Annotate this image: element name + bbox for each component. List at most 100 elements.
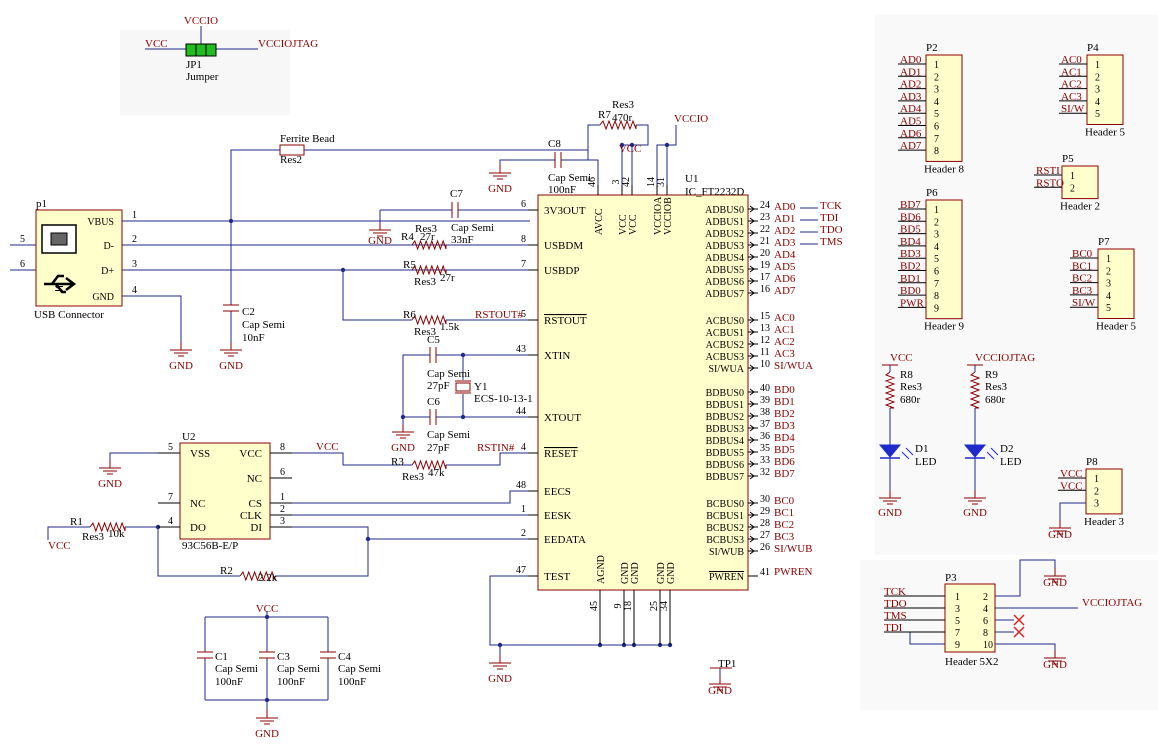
p4-type: Header 5 (1085, 127, 1126, 139)
acbus-pin-name: ACBUS0 (706, 316, 744, 327)
c3-value: 100nF (277, 676, 305, 688)
p4-pin-num: 4 (1095, 97, 1100, 108)
ground-label: GND (708, 685, 732, 697)
r5-type: Res3 (414, 276, 437, 288)
r3-resistor (411, 459, 447, 471)
bcbus-net-label: BC3 (774, 531, 795, 543)
pin-arrow (749, 400, 755, 408)
p8-pin-num: 3 (1094, 499, 1099, 510)
pin-arrow (749, 424, 755, 432)
pin-arrow (749, 265, 755, 273)
u2-pin-num: 3 (280, 516, 285, 527)
u2-vss-wire (109, 452, 158, 460)
p5-body (1061, 165, 1099, 200)
u1-pin-name: GND (620, 562, 631, 584)
p7-pin-num: 5 (1106, 303, 1111, 314)
p2-net-label: AD5 (900, 116, 922, 128)
c4-type: Cap Semi (338, 663, 381, 675)
u1-pin-num: 18 (623, 601, 634, 611)
p2-pin-num: 8 (934, 146, 939, 157)
bdbus-net-label: BD7 (774, 468, 795, 480)
p7-pin-num: 1 (1106, 254, 1111, 265)
bdbus-pin-num: 37 (760, 419, 770, 430)
r1-wire (47, 526, 90, 540)
pin-arrow (749, 241, 755, 249)
r7-wire (621, 124, 649, 185)
p6-ref: P6 (926, 187, 938, 199)
p3-type: Header 5X2 (945, 656, 998, 668)
c2-value: 10nF (242, 332, 265, 344)
u1-ref: U1 (685, 173, 698, 185)
u1-pin-num: 14 (646, 177, 657, 187)
bdbus-pin-num: 39 (760, 395, 770, 406)
c2-ref: C2 (242, 306, 255, 318)
u1-pin-name: GND (630, 562, 641, 584)
p6-net-label: BD1 (900, 273, 921, 285)
p6-pin-num: 3 (934, 230, 939, 241)
bdbus-pin-name: BDBUS0 (706, 388, 744, 399)
usb-pin-name: VBUS (87, 217, 114, 228)
c7-type: Cap Semi (451, 222, 494, 234)
pin-arrow (749, 535, 755, 543)
u1-pin-num: 43 (516, 344, 526, 355)
ground-symbol (99, 460, 121, 475)
ground-symbol (879, 490, 901, 505)
junction-dot (400, 414, 406, 420)
led1-type: Res3 (900, 381, 923, 393)
p5-pin-num: 1 (1070, 171, 1075, 182)
bdbus-pin-num: 35 (760, 443, 770, 454)
adbus-pin-num: 22 (760, 224, 770, 235)
r4-value: 27r (420, 231, 435, 243)
r7-type: Res3 (612, 99, 635, 111)
r1-value: 10k (108, 528, 125, 540)
rstout-net-label: RSTOUT# (475, 309, 524, 321)
pin-arrow (749, 229, 755, 237)
r6-value: 1.5k (440, 321, 460, 333)
acbus-net-label: AC0 (774, 312, 795, 324)
ground-label: GND (963, 507, 987, 519)
led2-value: 680r (985, 394, 1006, 406)
bdbus-pin-num: 33 (760, 455, 770, 466)
bcbus-pin-num: 27 (760, 530, 770, 541)
vcc-label: VCC (145, 38, 168, 50)
p2-net-label: AD7 (900, 140, 922, 152)
vcc-label: VCC (256, 603, 279, 615)
adbus-pin-num: 23 (760, 212, 770, 223)
vcc-label: VCC (316, 441, 339, 453)
vcc-label: VCC (619, 143, 642, 155)
c8-gnd-wire (499, 159, 555, 165)
p5-pin-num: 2 (1070, 183, 1075, 194)
acbus-pin-num: 13 (760, 323, 770, 334)
bdbus-net-label: BD2 (774, 408, 795, 420)
bcbus-net-label: BC2 (774, 519, 794, 531)
p6-pin-num: 7 (934, 279, 939, 290)
r7-ref: R7 (598, 109, 611, 121)
p5-net-label: RSTI (1036, 165, 1060, 177)
p4-pin-num: 5 (1095, 109, 1100, 120)
u1-pin-num: 7 (521, 259, 526, 270)
p7-pin-num: 2 (1106, 266, 1111, 277)
bcbus-pin-num: 30 (760, 494, 770, 505)
ground-label: GND (488, 673, 512, 685)
p4-net-label: SI/W (1061, 103, 1085, 115)
usb-pin-name: D- (103, 241, 114, 252)
p6-net-label: BD7 (900, 199, 921, 211)
adbus-net-label: AD1 (774, 213, 795, 225)
r2-ref: R2 (220, 565, 233, 577)
u2-ref: U2 (182, 431, 195, 443)
u2-pin-name: VSS (190, 448, 210, 460)
acbus-pin-name: ACBUS1 (706, 328, 744, 339)
p5-type: Header 2 (1060, 201, 1100, 213)
u1-pin-name: VCC (618, 214, 629, 235)
r4-resistor (411, 239, 447, 251)
u1-pin-num: 45 (589, 601, 600, 611)
pin-arrow (749, 328, 755, 336)
junction-dot (460, 414, 466, 420)
ground-symbol (392, 424, 414, 439)
usb-gnd-wire (122, 295, 182, 342)
pin-arrow (749, 277, 755, 285)
pin-arrow (749, 340, 755, 348)
adbus-net-label: AD7 (774, 285, 796, 297)
pin-arrow (749, 364, 755, 372)
